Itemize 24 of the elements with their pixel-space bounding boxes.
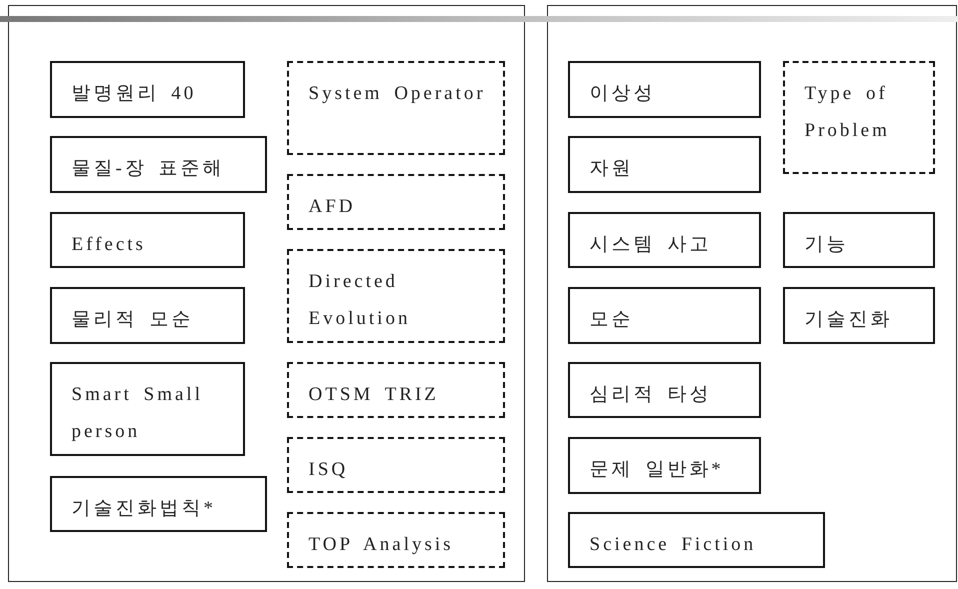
dashed-box: Type of Problem — [782, 60, 934, 174]
text-box: 발명원리 40 — [50, 60, 244, 118]
text-box: 이상성 — [568, 60, 760, 118]
text-box: 물리적 모순 — [50, 286, 244, 344]
text-box: 심리적 타성 — [568, 362, 760, 418]
dashed-box: Directed Evolution — [286, 248, 504, 342]
text-box: 기능 — [782, 212, 934, 268]
text-box: 자원 — [568, 136, 760, 192]
text-box: 기술진화법칙* — [50, 476, 266, 532]
text-box: 시스템 사고 — [568, 212, 760, 268]
dashed-box: TOP Analysis — [286, 512, 504, 568]
text-box: 물질-장 표준해 — [50, 136, 266, 192]
text-box: Smart Small person — [50, 362, 244, 456]
text-box: 문제 일반화* — [568, 436, 760, 494]
dashed-box: AFD — [286, 174, 504, 230]
text-box: Effects — [50, 212, 244, 268]
panel-frame — [547, 5, 957, 582]
text-box: 기술진화 — [782, 286, 934, 344]
text-box: Science Fiction — [568, 512, 824, 568]
text-box: 모순 — [568, 286, 760, 344]
dashed-box: OTSM TRIZ — [286, 362, 504, 418]
dashed-box: System Operator — [286, 60, 504, 154]
dashed-box: ISQ — [286, 436, 504, 492]
panel-frame — [8, 5, 525, 582]
